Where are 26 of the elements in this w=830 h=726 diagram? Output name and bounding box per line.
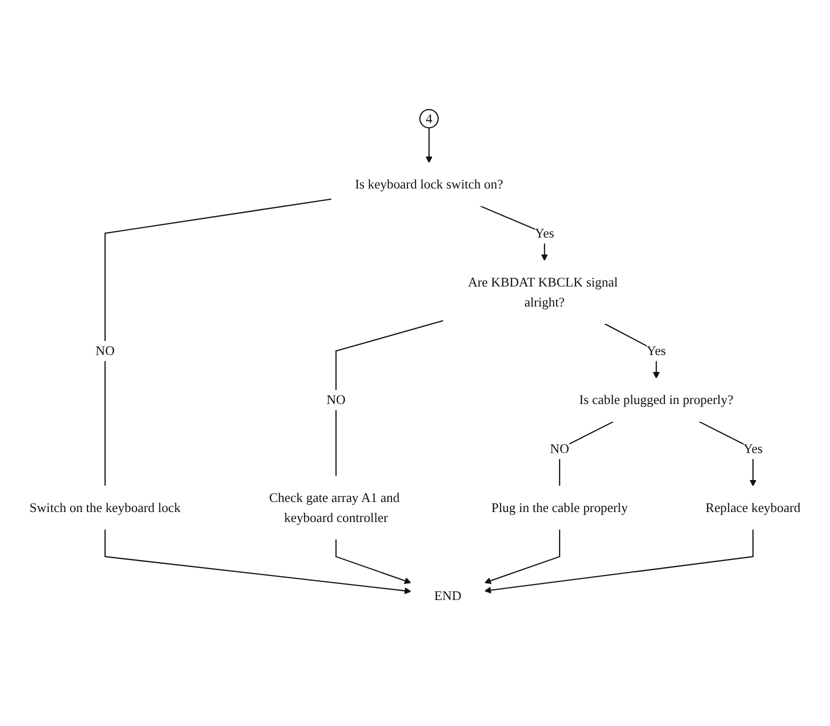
arrow	[426, 128, 432, 164]
node-text: Replace keyboard	[706, 500, 800, 515]
arrow	[484, 529, 754, 594]
arrow	[335, 539, 412, 584]
connector	[104, 198, 332, 486]
edge-label: NO	[96, 343, 115, 358]
edge-label: NO	[326, 392, 346, 408]
arrow	[480, 205, 548, 261]
edge-label: Yes	[743, 441, 763, 456]
node-text: Is keyboard lock switch on?	[354, 176, 504, 192]
arrow	[484, 529, 560, 584]
edge-label: NO	[550, 441, 570, 456]
arrow	[104, 529, 412, 594]
node-text: Plug in the cable properly	[491, 500, 628, 515]
node-circle: 4	[419, 108, 439, 128]
connector	[559, 420, 614, 486]
connector	[335, 320, 444, 476]
node-text: Check gate array A1 and keyboard controller	[269, 490, 400, 525]
node-text: Are KBDAT KBCLK signal alright?	[468, 274, 618, 310]
edge-label: Yes	[534, 226, 554, 240]
node-text: Is cable plugged in properly?	[579, 392, 734, 408]
node-text: END	[434, 588, 462, 603]
node-text: Switch on the keyboard lock	[30, 500, 181, 515]
edge-label: Yes	[646, 343, 666, 358]
arrow	[604, 323, 660, 379]
arrow	[698, 420, 756, 486]
